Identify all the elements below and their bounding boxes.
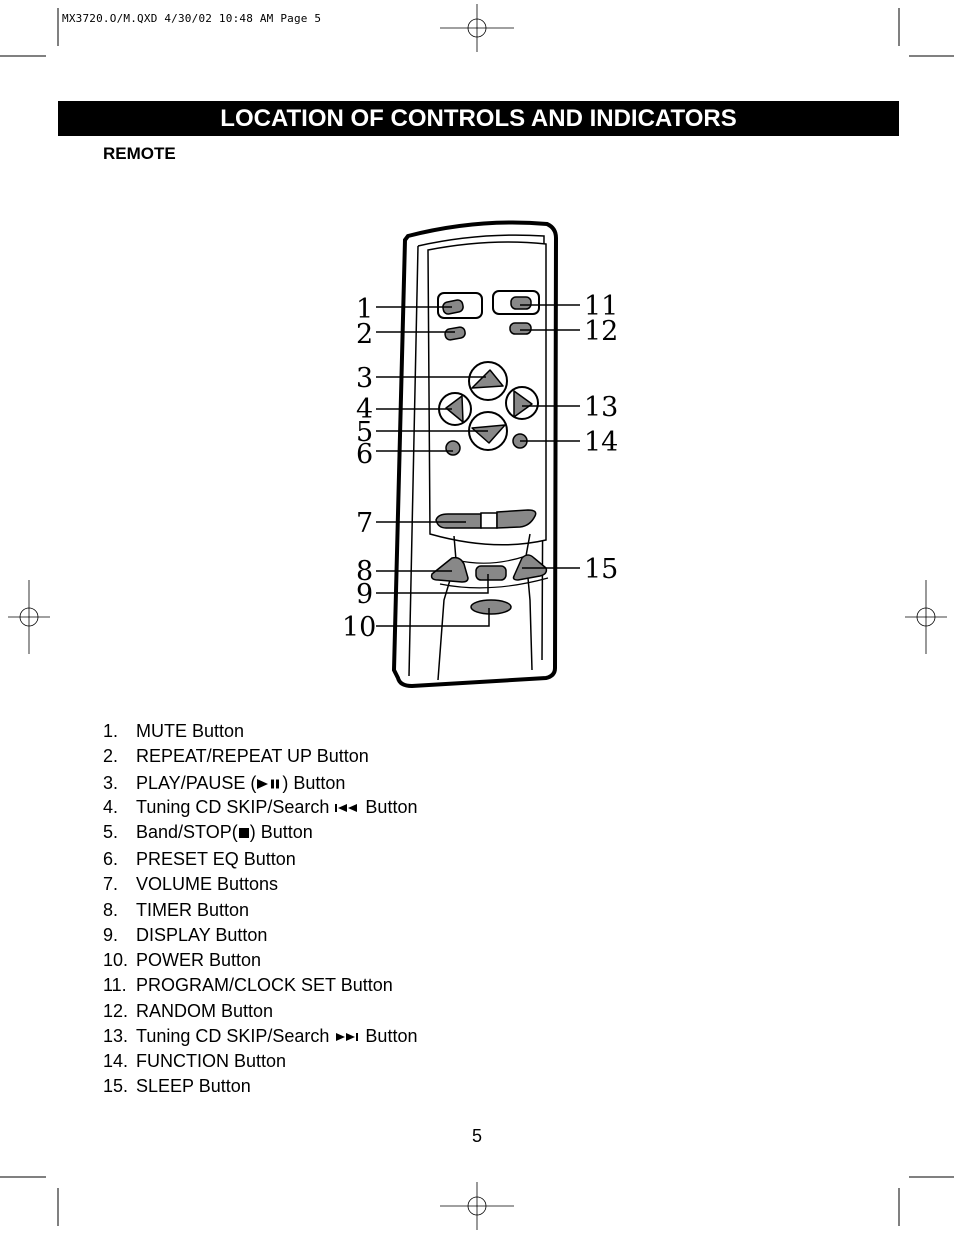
stop-icon [238, 828, 249, 839]
callout-4: 4 [356, 394, 373, 425]
mute-button [442, 299, 464, 315]
random-button [509, 322, 532, 335]
preset-eq-button [445, 440, 461, 456]
callout-3: 3 [356, 363, 373, 394]
play-pause-icon [257, 779, 280, 790]
callout-7: 7 [356, 508, 373, 539]
remote-inner-edge [417, 234, 545, 661]
volume-down-button [435, 513, 482, 529]
callout-12: 12 [584, 316, 618, 347]
registration-mark-right [905, 580, 947, 654]
leader-lines [376, 304, 580, 627]
timer-button [430, 556, 469, 583]
callout-13: 13 [584, 392, 618, 423]
page-number: 5 [471, 1126, 482, 1146]
skip-back-icon [335, 804, 358, 813]
callout-10: 10 [342, 612, 376, 643]
callout-11: 11 [584, 291, 618, 322]
callout-15: 15 [584, 554, 618, 585]
callout-9: 9 [356, 579, 373, 610]
callout-14: 14 [584, 427, 618, 458]
power-button [470, 599, 512, 615]
callout-2: 2 [356, 319, 373, 350]
program-button [510, 296, 532, 310]
skip-forward-button [505, 386, 539, 420]
callout-5: 5 [356, 417, 373, 448]
page-title: LOCATION OF CONTROLS AND INDICATORS [58, 101, 899, 136]
volume-divider [480, 512, 498, 529]
play-pause-button [468, 361, 508, 401]
skip-forward-icon [336, 1033, 359, 1042]
volume-up-button [496, 509, 537, 529]
registration-mark-bottom [440, 1182, 514, 1230]
repeat-button [444, 326, 466, 341]
section-heading: REMOTE [103, 144, 176, 163]
display-button [475, 565, 507, 581]
file-slug: MX3720.O/M.QXD 4/30/02 10:48 AM Page 5 [62, 12, 322, 25]
callout-1: 1 [356, 294, 373, 325]
callout-8: 8 [356, 556, 373, 587]
registration-mark-top [440, 4, 514, 52]
callout-6: 6 [356, 439, 373, 470]
registration-mark-left [8, 580, 50, 654]
